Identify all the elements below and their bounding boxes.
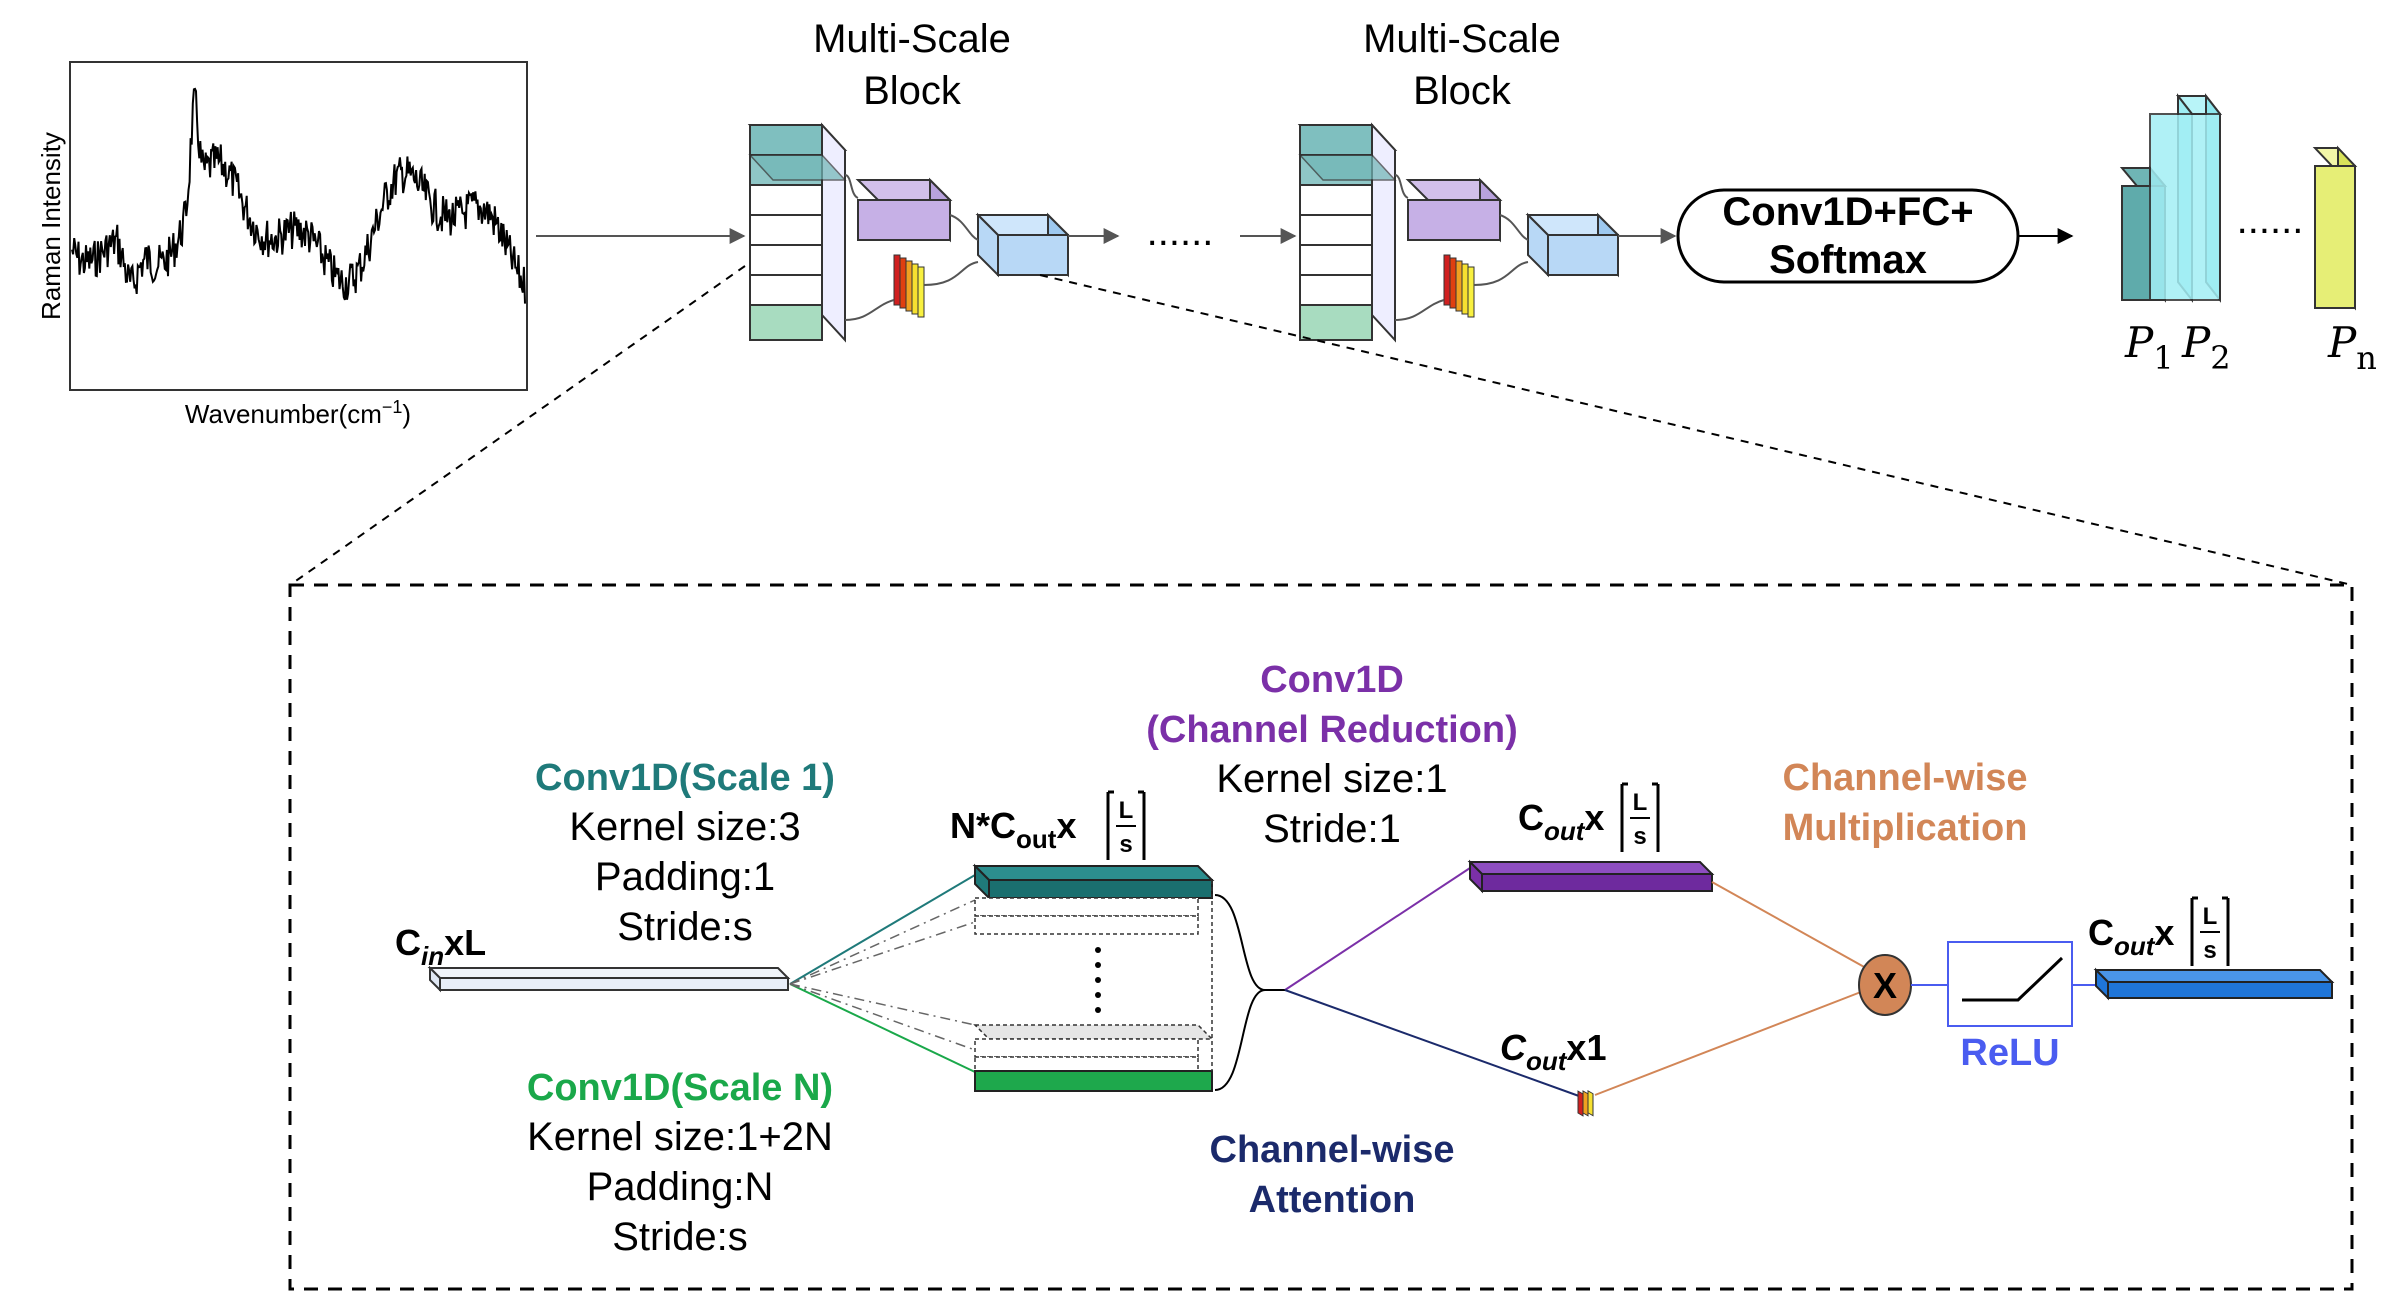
block1-attention-weights <box>893 254 925 318</box>
spectrum-plot: Raman Intensity Wavenumber(cm−1) <box>36 61 528 429</box>
multi-scale-block-1: Multi-Scale Block <box>747 17 1071 343</box>
block2-reduction-box <box>1405 177 1503 243</box>
detail-dashed-box <box>288 583 2354 1291</box>
zoom-line-right <box>1039 274 2353 586</box>
concat-ceil-fraction: L s <box>1106 790 1146 860</box>
prob-ellipsis: ...... <box>2237 198 2304 242</box>
attention-weight-vector <box>1577 1090 1594 1117</box>
head-line2: Softmax <box>1769 238 1927 282</box>
scale1-padding: Padding:1 <box>595 855 775 899</box>
prob-bar-pn <box>2312 145 2358 311</box>
mult-title-1: Channel-wise <box>1783 757 2028 799</box>
concat-brace <box>1214 894 1266 1091</box>
block1-output-box <box>975 212 1071 278</box>
scaleN-padding: Padding:N <box>587 1165 774 1209</box>
mult-title-2: Multiplication <box>1783 807 2028 849</box>
scale1-description: Conv1D(Scale 1) Kernel size:3 Padding:1 … <box>535 757 835 949</box>
relu-label: ReLU <box>1960 1032 2059 1074</box>
relu-curve-icon <box>1962 956 2064 1002</box>
multiply-node: X <box>1858 954 1912 1016</box>
scaleN-stride: Stride:s <box>612 1215 748 1259</box>
block1-stack <box>747 122 848 343</box>
reduction-title-1: Conv1D <box>1260 659 1404 701</box>
block1-title-line2: Block <box>863 69 962 113</box>
reduction-stride: Stride:1 <box>1263 807 1401 851</box>
concat-feature-stack <box>972 863 1215 1092</box>
svg-text:L: L <box>1633 789 1648 816</box>
scale1-kernel: Kernel size:3 <box>569 805 800 849</box>
relu-box <box>1947 941 2073 1027</box>
prob-bar-p2 <box>2149 93 2223 303</box>
block2-attention-weights <box>1443 254 1475 318</box>
final-output-feature <box>2093 967 2335 1001</box>
label-pn: Pn <box>2327 318 2377 377</box>
svg-text:L: L <box>1119 797 1134 824</box>
scale1-stride: Stride:s <box>617 905 753 949</box>
label-p2: P2 <box>2181 318 2231 377</box>
reduced-feature <box>1467 859 1715 894</box>
line-attention-to-mult <box>1594 989 1867 1096</box>
svg-text:s: s <box>1633 823 1646 850</box>
svg-text:s: s <box>2203 937 2216 964</box>
reduction-kernel: Kernel size:1 <box>1216 757 1447 801</box>
block1-reduction-box <box>855 177 953 243</box>
scaleN-kernel: Kernel size:1+2N <box>527 1115 833 1159</box>
spectrum-xlabel: Wavenumber(cm−1) <box>185 397 411 429</box>
attention-title-2: Attention <box>1249 1179 1416 1221</box>
zoom-line-left <box>289 265 746 586</box>
block2-stack <box>1297 122 1398 343</box>
line-to-reduction <box>1284 867 1471 991</box>
reduction-title-2: (Channel Reduction) <box>1146 709 1518 751</box>
block1-title-line1: Multi-Scale <box>813 17 1011 61</box>
final-ceil-fraction: L s <box>2190 896 2230 966</box>
multiply-symbol: X <box>1873 965 1897 1006</box>
line-reduced-to-mult <box>1711 881 1867 969</box>
block2-title-line2: Block <box>1413 69 1512 113</box>
blocks-ellipsis: ...... <box>1147 210 1214 254</box>
scale-connection-lines <box>789 874 976 1073</box>
final-output-label: Coutx <box>2088 912 2174 961</box>
svg-text:s: s <box>1119 831 1132 858</box>
input-tensor <box>427 965 791 993</box>
attention-title-1: Channel-wise <box>1210 1129 1455 1171</box>
scaleN-title: Conv1D(Scale N) <box>527 1067 833 1109</box>
scaleN-description: Conv1D(Scale N) Kernel size:1+2N Padding… <box>527 1067 833 1259</box>
multi-scale-block-2: Multi-Scale Block <box>1297 17 1621 343</box>
classifier-head: Conv1D+FC+ Softmax <box>1676 188 2020 284</box>
svg-text:L: L <box>2203 903 2218 930</box>
block2-output-box <box>1525 212 1621 278</box>
attention-vector-label: Coutx1 <box>1500 1027 1606 1076</box>
reduced-ceil-fraction: L s <box>1620 782 1660 852</box>
spectrum-ylabel: Raman Intensity <box>36 132 66 320</box>
block2-title-line1: Multi-Scale <box>1363 17 1561 61</box>
label-p1: P1 <box>2124 318 2174 377</box>
reduction-description: Conv1D (Channel Reduction) Kernel size:1… <box>1146 659 1518 851</box>
head-line1: Conv1D+FC+ <box>1722 190 1973 234</box>
line-to-attention <box>1284 989 1591 1101</box>
input-label: CinxL <box>395 922 486 971</box>
spectrum-line <box>71 87 526 304</box>
scale1-title: Conv1D(Scale 1) <box>535 757 835 799</box>
probability-bars: ...... P1 P2 Pn <box>2119 93 2377 377</box>
concat-label: N*Coutx <box>950 805 1076 854</box>
reduced-feature-label: Coutx <box>1518 797 1604 846</box>
